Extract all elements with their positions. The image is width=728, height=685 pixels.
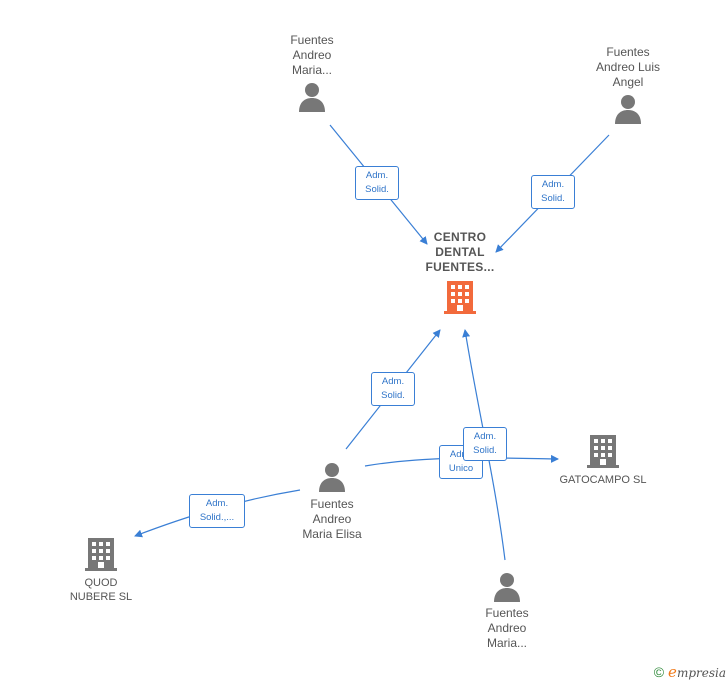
edge-label-top-left[interactable]: Adm. Solid.	[355, 166, 399, 200]
node-company-quod[interactable]: QUOD NUBERE SL	[55, 536, 147, 604]
node-label: Fuentes Andreo Maria Elisa	[302, 497, 362, 541]
person-icon	[494, 573, 520, 602]
node-centro-dental[interactable]: CENTRO DENTAL FUENTES...	[405, 230, 515, 315]
node-company-gatocampo[interactable]: GATOCAMPO SL	[548, 433, 658, 487]
person-icon	[615, 95, 641, 124]
node-person-top-right[interactable]: Fuentes Andreo Luis Angel	[578, 45, 678, 124]
building-icon	[85, 538, 117, 571]
node-label: Fuentes Andreo Maria...	[485, 606, 529, 650]
node-label: Fuentes Andreo Maria...	[290, 33, 334, 77]
node-label: Fuentes Andreo Luis Angel	[595, 45, 661, 89]
copyright-symbol: ©	[653, 664, 665, 680]
person-icon	[299, 83, 325, 112]
person-icon	[319, 463, 345, 492]
node-person-top-left[interactable]: Fuentes Andreo Maria...	[270, 33, 354, 112]
edge-label-center-gatocampo[interactable]: Adm. Unico	[439, 445, 483, 479]
node-person-bottom[interactable]: Fuentes Andreo Maria...	[464, 572, 550, 651]
building-icon	[587, 435, 619, 468]
edge-label-top-right[interactable]: Adm. Solid.	[531, 175, 575, 209]
node-label: CENTRO DENTAL FUENTES...	[425, 230, 495, 274]
node-person-center[interactable]: Fuentes Andreo Maria Elisa	[284, 462, 380, 542]
building-icon	[444, 281, 476, 314]
edge-label-center-main[interactable]: Adm. Solid.	[371, 372, 415, 406]
edge-label-center-quod[interactable]: Adm. Solid.,...	[189, 494, 245, 528]
brand-logo-text: mpresia	[676, 666, 726, 680]
node-label: QUOD NUBERE SL	[69, 577, 133, 603]
brand-watermark: ©empresia	[654, 663, 726, 681]
brand-logo-initial: e	[668, 663, 677, 681]
edge-label-bottom-main[interactable]: Adm. Solid.	[463, 427, 507, 461]
node-label: GATOCAMPO SL	[559, 474, 647, 486]
